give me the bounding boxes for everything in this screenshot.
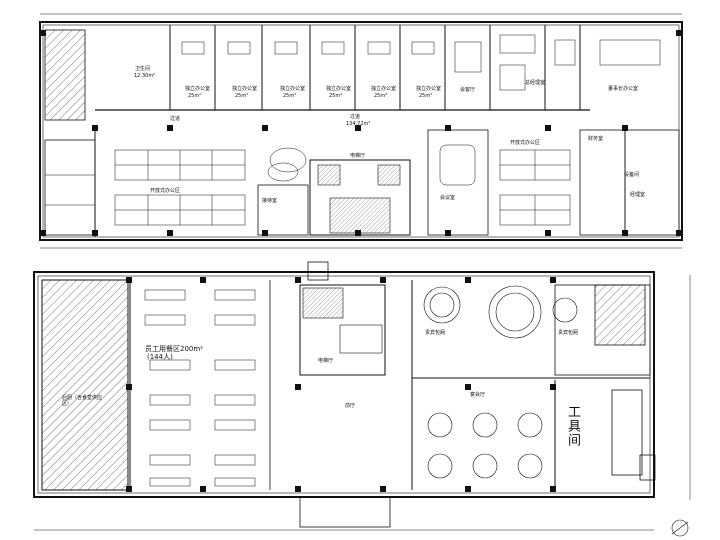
label-open-office-left: 开放式办公区 <box>150 188 181 194</box>
label-workshop: 工具间 <box>565 405 580 447</box>
label-private-room-2: 贵宾包厢 <box>558 330 579 336</box>
label-office-4: 独立办公室 <box>326 86 352 92</box>
lower-kitchen-zone <box>41 279 129 491</box>
upper-floor <box>39 13 683 249</box>
label-private-room-1: 贵宾包厢 <box>425 330 446 336</box>
label-manager: 经理室 <box>630 192 646 198</box>
label-office-3-area: 25m² <box>283 93 297 99</box>
label-office-4-area: 25m² <box>329 93 343 99</box>
label-equipment: 设备间 <box>624 172 640 178</box>
label-dining: 员工用餐区200m² <box>145 345 203 353</box>
label-office-6: 独立办公室 <box>416 86 442 92</box>
label-upper-elevator-hall: 电梯厅 <box>350 153 366 159</box>
label-office-6-area: 25m² <box>419 93 433 99</box>
label-office-5: 独立办公室 <box>371 86 397 92</box>
label-banquet: 宴会厅 <box>470 392 486 398</box>
label-office-1-area: 25m² <box>188 93 202 99</box>
label-kitchen-zone: 后厨（含食堂供应区） <box>62 395 103 407</box>
label-meeting-room: 会客厅 <box>460 87 476 93</box>
label-gm-office: 总经理室 <box>525 80 546 86</box>
label-office-2-area: 25m² <box>235 93 249 99</box>
upper-stair <box>44 29 86 121</box>
lower-floor <box>33 261 691 537</box>
label-lower-elevator-hall: 电梯厅 <box>318 358 334 364</box>
label-finance: 财务室 <box>588 136 604 142</box>
label-conference: 会议室 <box>440 195 456 201</box>
label-corridor-left: 过道 <box>170 116 181 122</box>
label-reception: 接待室 <box>262 198 278 204</box>
label-corridor-center: 过道 <box>350 114 361 120</box>
label-chairman-office: 董事长办公室 <box>608 86 639 92</box>
label-lobby: 前厅 <box>345 403 356 409</box>
label-corridor-area: 134.72m² <box>346 121 371 127</box>
label-office-3: 独立办公室 <box>280 86 306 92</box>
label-office-5-area: 25m² <box>374 93 388 99</box>
label-restroom-area: 12.30m² <box>134 73 156 79</box>
label-office-2: 独立办公室 <box>232 86 258 92</box>
label-restroom: 卫生间 <box>135 66 151 72</box>
label-office-1: 独立办公室 <box>185 86 211 92</box>
lower-elevator-core <box>299 284 386 376</box>
label-dining-seats: (144人) <box>147 353 173 361</box>
label-open-office-right: 开放式办公区 <box>510 140 541 146</box>
